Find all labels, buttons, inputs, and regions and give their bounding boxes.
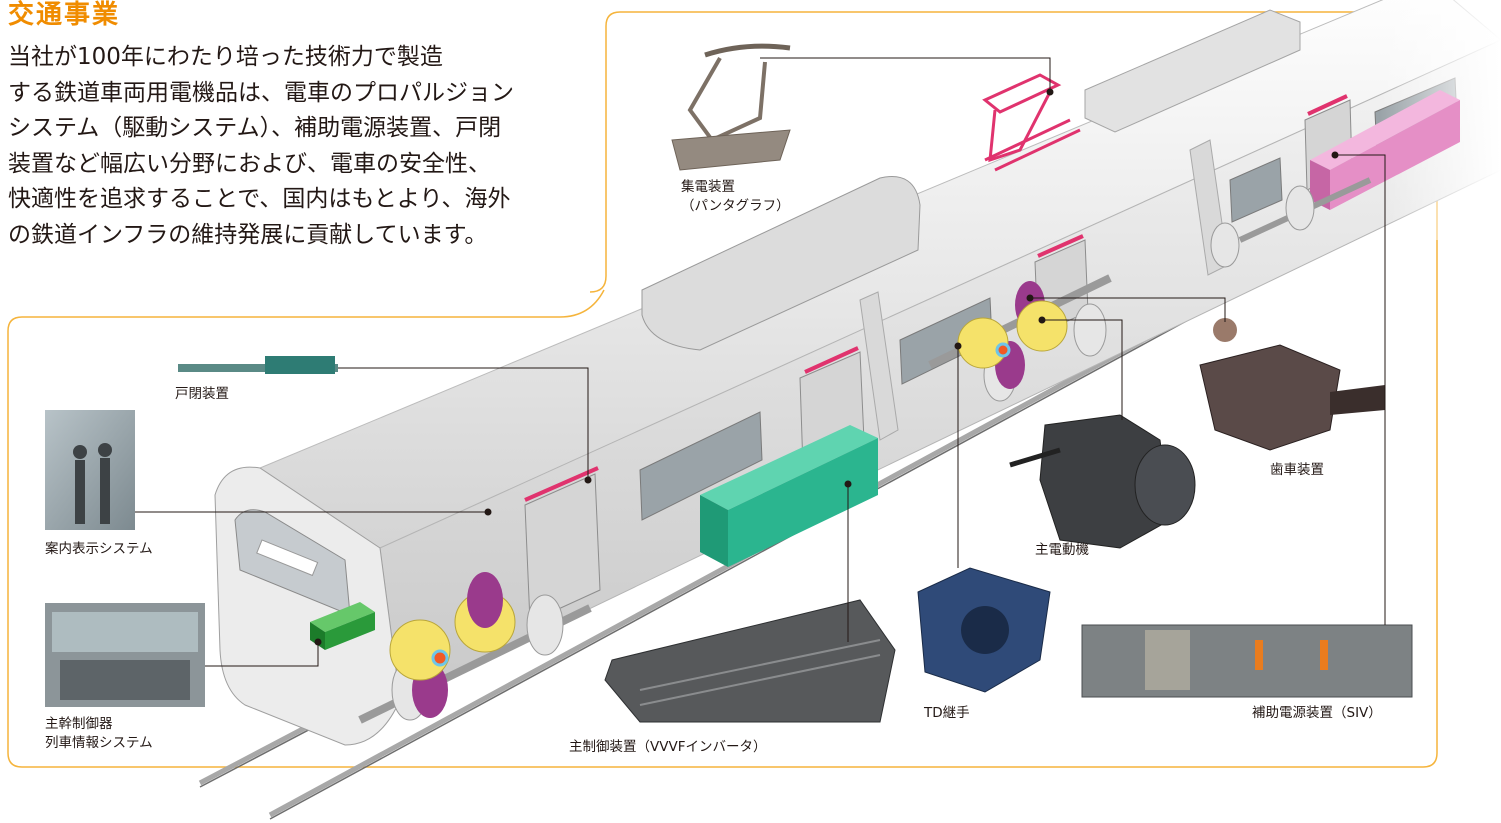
intro-line: 当社が100年にわたり培った技術力で製造 [8, 44, 443, 70]
train-components [310, 73, 1460, 724]
master-controller-name: 主幹制御器 [45, 716, 113, 732]
guidance-name: 案内表示システム [45, 541, 153, 557]
train-body [214, 0, 1501, 746]
gear-name: 歯車装置 [1270, 462, 1324, 478]
inverter-on-train [700, 425, 878, 567]
inverter-unit-icon [604, 599, 896, 723]
cab-console-photo [45, 603, 205, 707]
intro-text: 当社が100年にわたり培った技術力で製造 する鉄道車両用電機品は、電車のプロパル… [8, 40, 588, 253]
roof-unit [641, 176, 921, 351]
siv-label: 補助電源装置（SIV） [1252, 704, 1382, 723]
leader-gear [1030, 297, 1226, 322]
door-actuator-icon [178, 356, 338, 374]
leader-motor [1042, 319, 1123, 420]
upper-frame [7, 11, 1438, 768]
master-controller-label: 主幹制御器 列車情報システム [45, 715, 153, 753]
bogie-far [1210, 177, 1372, 268]
leader-pantograph [760, 57, 1051, 92]
traction-motor-name: 主電動機 [1035, 542, 1089, 558]
pantograph-label: 集電装置 （パンタグラフ） [681, 178, 790, 216]
pantograph-name: 集電装置 [681, 179, 735, 195]
leader-door [338, 367, 589, 480]
siv-unit-icon [1081, 624, 1413, 698]
coupling-icon [917, 567, 1051, 693]
siv-name: 補助電源装置（SIV） [1252, 705, 1382, 721]
leader-dots [314, 88, 1339, 646]
display-system-photo [45, 410, 135, 530]
gearbox-icon [1199, 318, 1385, 451]
frame-lines [7, 11, 1438, 768]
td-coupling-name: TD継手 [924, 705, 970, 721]
master-controller-subname: 列車情報システム [45, 735, 153, 751]
door-name: 戸閉装置 [175, 386, 229, 402]
motor-icon [1009, 414, 1196, 549]
vvvf-label: 主制御装置（VVVFインバータ） [569, 738, 766, 757]
leader-siv [1335, 154, 1386, 625]
leader-master-controller [205, 642, 319, 667]
intro-line: システム（駆動システム）、補助電源装置、戸閉 [8, 115, 502, 141]
td-coupling-label: TD継手 [924, 704, 970, 723]
bogie-rear [928, 274, 1112, 402]
intro-line: の鉄道インフラの維持発展に貢献しています。 [8, 221, 488, 248]
pantograph-subname: （パンタグラフ） [681, 198, 790, 214]
door-label: 戸閉装置 [175, 385, 229, 404]
intro-line: 快適性を追求することで、国内はもとより、海外 [8, 186, 511, 212]
intro-line: する鉄道車両用電機品は、電車のプロパルジョン [8, 79, 514, 106]
leader-lines [135, 57, 1386, 667]
guidance-label: 案内表示システム [45, 540, 153, 559]
pantograph-icon [671, 43, 791, 171]
traction-motor-label: 主電動機 [1035, 541, 1089, 560]
vvvf-name: 主制御装置（VVVFインバータ） [569, 739, 767, 755]
section-title: 交通事業 [8, 0, 121, 30]
intro-line: 装置など幅広い分野におよび、電車の安全性、 [8, 150, 491, 177]
equipment-pictures [45, 43, 1413, 723]
pantograph-on-roof [982, 73, 1081, 172]
bogie-front [358, 572, 592, 724]
gear-label: 歯車装置 [1270, 461, 1324, 480]
